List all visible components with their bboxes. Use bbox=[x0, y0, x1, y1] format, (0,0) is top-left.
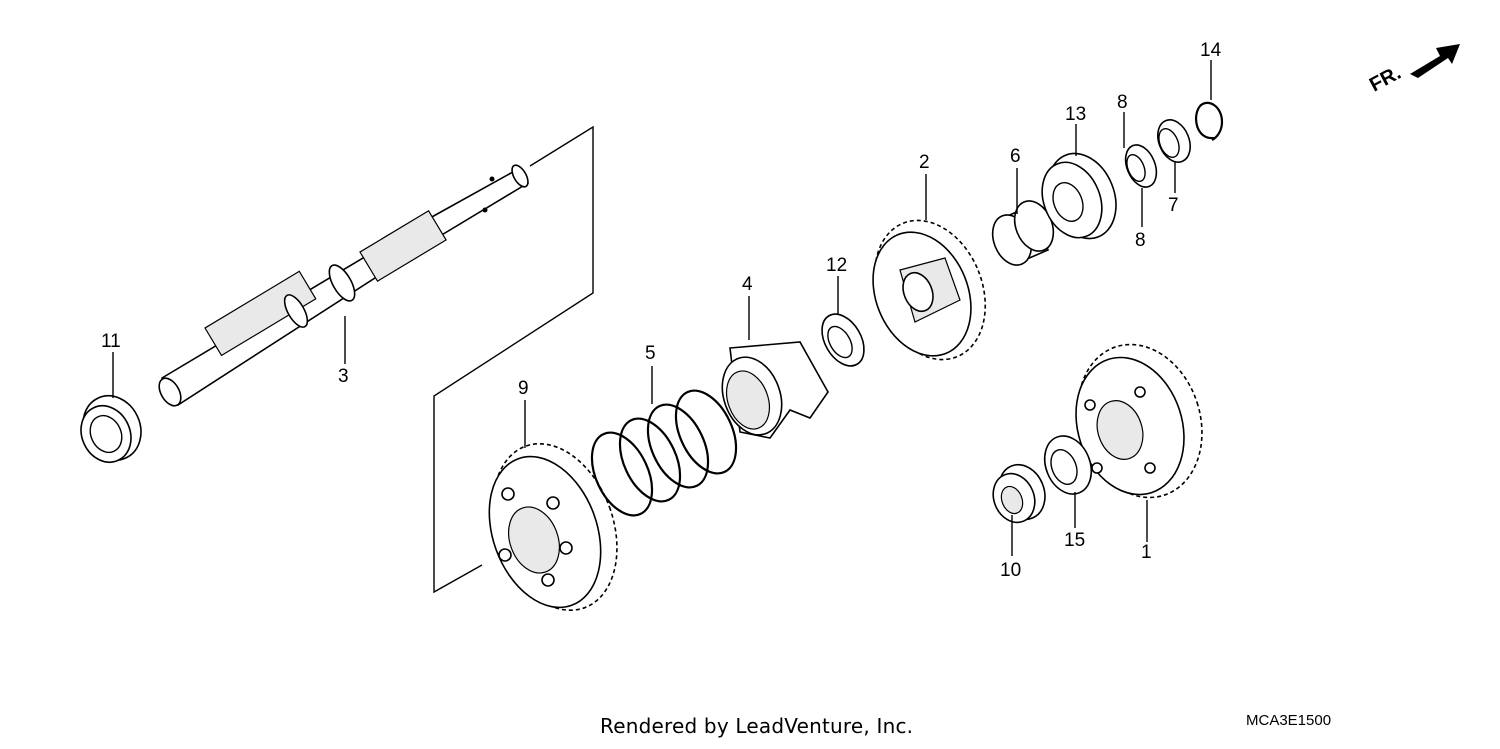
callout-10: 10 bbox=[1000, 560, 1021, 581]
callout-8-top: 8 bbox=[1117, 92, 1128, 113]
direction-label: FR. bbox=[1366, 62, 1405, 97]
callout-1: 1 bbox=[1141, 542, 1152, 563]
part-8-split-collar[interactable] bbox=[1120, 140, 1162, 191]
callout-13: 13 bbox=[1065, 104, 1086, 125]
part-7-ring[interactable] bbox=[1152, 115, 1196, 167]
part-5-spring[interactable] bbox=[580, 381, 748, 525]
part-4-fork-hub[interactable] bbox=[712, 341, 829, 443]
direction-arrow-icon bbox=[1410, 44, 1460, 78]
callout-5: 5 bbox=[645, 343, 656, 364]
drawing-code: MCA3E1500 bbox=[1246, 712, 1332, 729]
part-12-washer[interactable] bbox=[813, 307, 872, 373]
part-1-driven-gear[interactable] bbox=[1059, 328, 1221, 513]
callout-labels: 1 2 3 4 5 6 7 8 8 9 10 11 12 13 14 15 bbox=[101, 40, 1222, 581]
front-direction-indicator: FR. bbox=[1366, 44, 1460, 96]
part-10-nut[interactable] bbox=[986, 458, 1053, 529]
part-13-bearing[interactable] bbox=[1031, 143, 1128, 249]
callout-7: 7 bbox=[1168, 195, 1179, 216]
footer-credit: Rendered by LeadVenture, Inc. bbox=[600, 714, 914, 738]
callout-2: 2 bbox=[919, 152, 930, 173]
callout-6: 6 bbox=[1010, 146, 1021, 167]
callout-12: 12 bbox=[826, 255, 847, 276]
leader-lines bbox=[112, 60, 1212, 556]
part-11-nut[interactable] bbox=[72, 386, 151, 470]
callout-15: 15 bbox=[1064, 530, 1085, 551]
callout-8-bottom: 8 bbox=[1135, 230, 1146, 251]
callout-9: 9 bbox=[518, 378, 529, 399]
callout-4: 4 bbox=[742, 274, 753, 295]
part-6-collar[interactable] bbox=[986, 195, 1061, 271]
part-2-gear[interactable] bbox=[855, 204, 1005, 376]
part-9-bevel-gear[interactable] bbox=[469, 426, 638, 627]
callout-11: 11 bbox=[101, 331, 121, 352]
callout-14: 14 bbox=[1200, 40, 1222, 61]
assembly-bracket bbox=[433, 125, 594, 594]
part-15-washer[interactable] bbox=[1036, 429, 1099, 501]
callout-3: 3 bbox=[338, 366, 349, 387]
part-14-circlip[interactable] bbox=[1195, 101, 1224, 141]
part-3-main-shaft[interactable] bbox=[155, 163, 531, 410]
